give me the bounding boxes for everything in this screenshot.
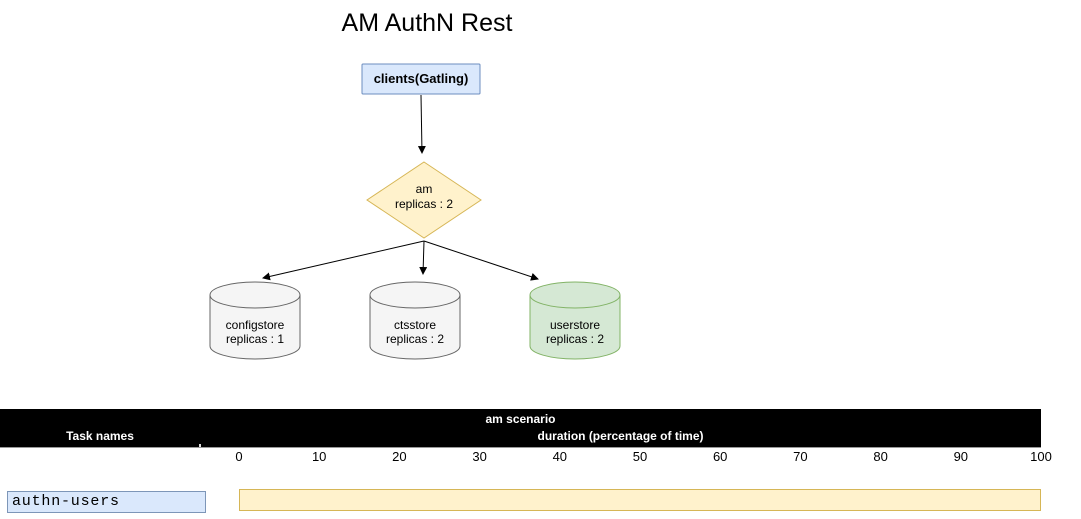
flow-arrow-to-ctsstore	[419, 240, 428, 275]
client-node: clients(Gatling)	[361, 63, 481, 95]
tick-label: 70	[793, 449, 808, 464]
tick-label: 50	[632, 449, 648, 464]
cylinder-rim	[369, 294, 461, 309]
tick-label: 40	[552, 449, 568, 464]
decision-label-line2: replicas : 2	[395, 197, 453, 211]
flow-arrow-client-to-decision	[417, 94, 426, 154]
axis-ticks: 0 10 20 30 40 50 60 70 80 90 100	[0, 449, 1081, 465]
column-divider-notch	[199, 444, 201, 447]
store-label-line2: replicas : 2	[386, 332, 444, 346]
tick-label: 30	[472, 449, 487, 464]
tick-label: 100	[1030, 449, 1052, 464]
store-label-line2: replicas : 1	[226, 332, 284, 346]
store-cylinder-configstore: configstore replicas : 1	[209, 281, 301, 360]
client-node-box	[361, 63, 481, 95]
flow-arrow-to-configstore	[262, 240, 425, 281]
cylinder-rim	[529, 294, 621, 309]
tick-label: 90	[953, 449, 969, 464]
tick-label: 20	[392, 449, 407, 464]
decision-node-shape	[366, 161, 482, 239]
cylinder-body	[369, 281, 461, 360]
tick-label: 10	[311, 449, 327, 464]
store-cylinder-ctsstore: ctsstore replicas : 2	[369, 281, 461, 360]
task-label-box: authn-users	[7, 491, 206, 513]
store-label-line1: ctsstore	[394, 318, 436, 332]
task-duration-bar	[239, 489, 1041, 511]
cylinder-rim	[209, 294, 301, 309]
tick-label: 60	[712, 449, 728, 464]
tick-label: 0	[235, 449, 243, 464]
gantt-header: am scenario Task names duration (percent…	[0, 409, 1041, 448]
cylinder-body	[209, 281, 301, 360]
scenario-title: am scenario	[485, 412, 556, 426]
store-label-line1: userstore	[550, 318, 600, 332]
flow-arrow-to-userstore	[423, 240, 539, 281]
client-node-label: clients(Gatling)	[374, 71, 469, 86]
flow-diagram: clients(Gatling) am replicas : 2 configs…	[209, 63, 621, 360]
store-label-line1: configstore	[226, 318, 285, 332]
cylinder-body	[529, 281, 621, 360]
decision-label-line1: am	[416, 182, 433, 196]
column-header-duration: duration (percentage of time)	[537, 429, 704, 443]
column-header-task-names: Task names	[66, 429, 134, 443]
store-cylinder-userstore: userstore replicas : 2	[529, 281, 621, 360]
decision-node: am replicas : 2	[366, 161, 482, 239]
tick-label: 80	[873, 449, 888, 464]
store-label-line2: replicas : 2	[546, 332, 604, 346]
page-title: AM AuthN Rest	[341, 9, 513, 37]
